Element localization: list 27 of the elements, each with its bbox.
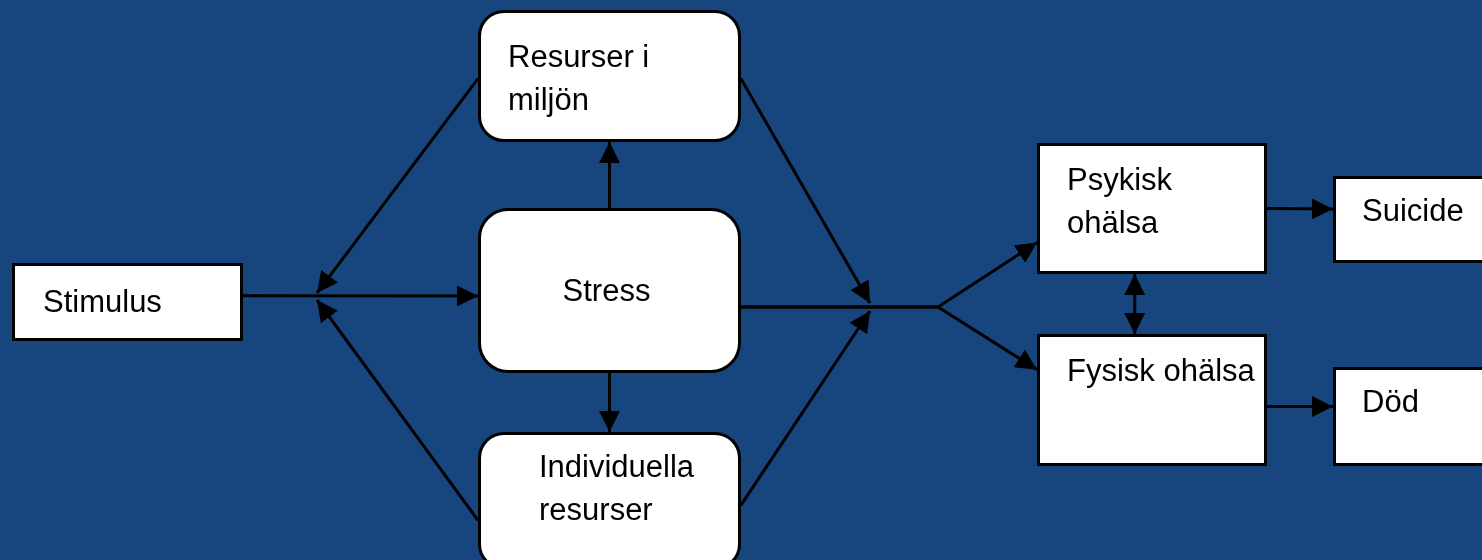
arrow (315, 299, 480, 522)
node-label: Suicide (1362, 192, 1465, 230)
node-label: Död (1362, 383, 1420, 421)
node-label: Fysisk ohälsa (1067, 352, 1256, 390)
node-label: Psykisk ohälsa (1067, 161, 1174, 243)
arrow (315, 77, 480, 294)
process-box (1037, 143, 1267, 274)
process-box (1333, 367, 1482, 466)
arrow (739, 77, 872, 304)
arrow (739, 310, 872, 506)
node-label: Individuella resurser (539, 448, 696, 530)
arrow (1124, 274, 1146, 334)
rounded-box (478, 10, 741, 142)
rounded-box (478, 208, 741, 373)
process-box (1037, 334, 1267, 466)
arrow (741, 305, 1038, 371)
node-label: Stimulus (43, 283, 163, 322)
arrow (243, 285, 478, 307)
arrow (1267, 198, 1333, 220)
arrow (599, 373, 620, 432)
arrow (1267, 396, 1333, 418)
node-label: Resurser i miljön (508, 38, 651, 120)
process-box (12, 263, 243, 341)
node-label: Stress (562, 271, 651, 310)
process-box (1333, 176, 1482, 263)
arrow (599, 142, 620, 208)
rounded-box (478, 432, 741, 560)
